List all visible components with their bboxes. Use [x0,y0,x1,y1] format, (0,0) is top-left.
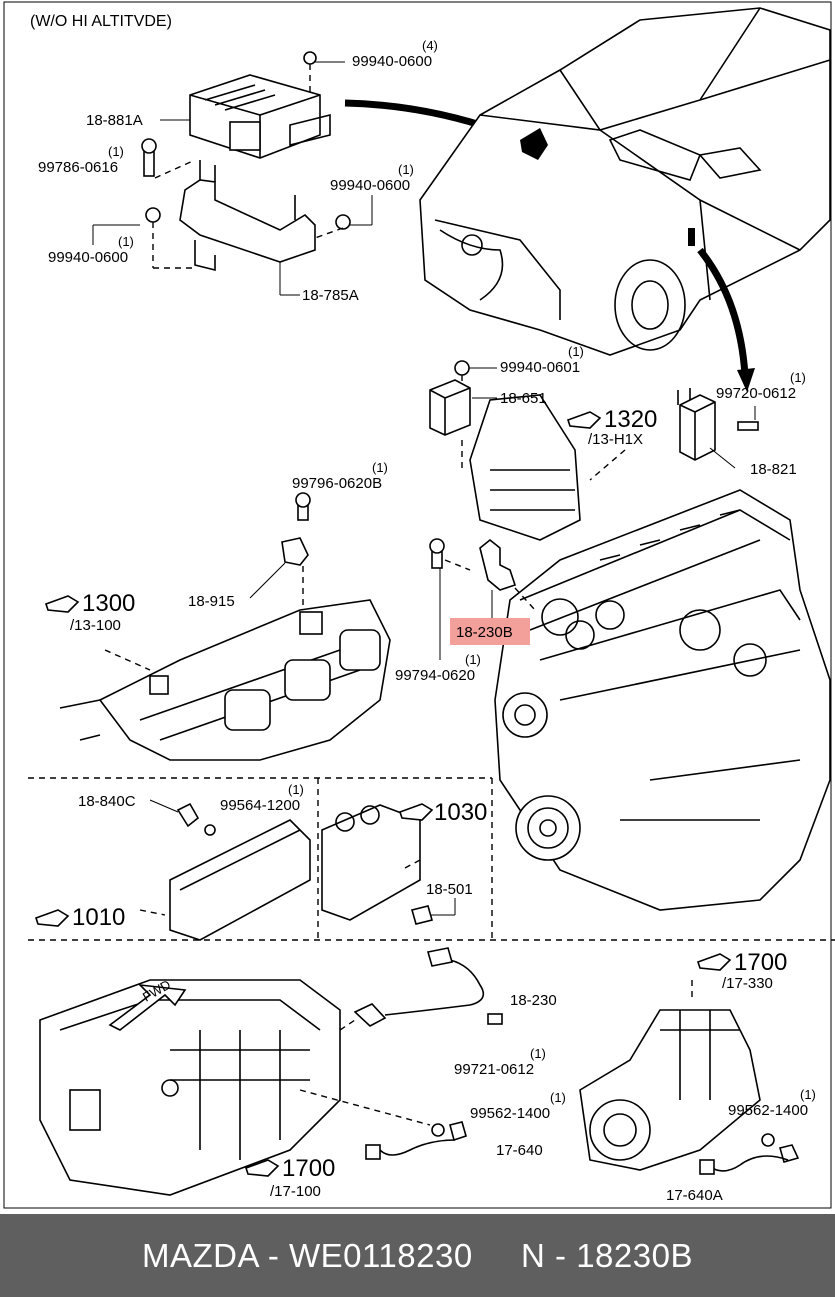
sensor-18-230B-drawing [429,538,536,660]
fwd-arrow [108,983,187,1031]
label-99721-0612: 99721-0612 [454,1061,534,1078]
label-17-640A: 17-640A [666,1187,723,1204]
label-99940-0600-b: 99940-0600 [48,249,128,266]
label-18-230B: 18-230B [456,624,513,641]
qty-99564-1200: (1) [288,782,304,797]
label-99720-0612: 99720-0612 [716,385,796,402]
engine-drawing [494,489,831,911]
label-99940-0600-c: 99940-0600 [330,177,410,194]
label-18-821: 18-821 [750,461,797,478]
hand-pointer-icon [566,411,602,429]
qty-99940-0601: (1) [568,344,584,359]
label-99786-0616: 99786-0616 [38,159,118,176]
label-99940-0600-a: 99940-0600 [352,53,432,70]
qty-99720-0612: (1) [790,370,806,385]
label-99562-1400-a: 99562-1400 [470,1105,550,1122]
screw-icon [737,421,759,431]
label-18-651: 18-651 [500,390,547,407]
qty-99940-0600-b: (1) [118,234,134,249]
transmission-drawing [39,947,503,1196]
label-99564-1200: 99564-1200 [220,797,300,814]
ref-1010: 1010 [72,904,125,931]
ref-1700-b-sub: /17-100 [270,1183,321,1200]
label-18-840C: 18-840C [78,793,136,810]
highlight-18-230B [450,618,530,645]
ref-1300: 1300 [82,590,135,617]
relay-drawing-2 [677,388,759,469]
header-note: (W/O HI ALTITVDE) [30,13,172,30]
ref-1320-sub: /13-H1X [588,431,643,448]
nut-icon-2 [145,207,161,223]
label-18-501: 18-501 [426,881,473,898]
ref-1030: 1030 [434,799,487,826]
transfer-case-drawing [579,980,800,1175]
bracket-drawing [179,160,316,272]
label-17-640: 17-640 [496,1142,543,1159]
label-18-881A: 18-881A [86,112,143,129]
control-module-drawing [189,74,331,159]
relay-drawing [429,360,581,541]
hand-pointer-icon-2 [44,595,80,613]
label-18-230: 18-230 [510,992,557,1009]
qty-99796-0620B: (1) [372,460,388,475]
nut-icon [303,51,317,65]
label-99794-0620: 99794-0620 [395,667,475,684]
ref-1700-a: 1700 [734,949,787,976]
diagram-frame [3,1,832,1209]
hand-pointer-icon-5 [696,953,732,971]
qty-99562-1400-b: (1) [800,1087,816,1102]
qty-99940-0600-a: (4) [422,38,438,53]
ref-1320: 1320 [604,406,657,433]
nut-icon-3 [335,214,351,230]
hand-pointer-icon-4 [34,909,70,927]
label-18-785A: 18-785A [302,287,359,304]
manifold-drawing [59,492,391,761]
label-18-915: 18-915 [188,593,235,610]
qty-99786-0616: (1) [108,144,124,159]
qty-99940-0600-c: (1) [398,162,414,177]
label-99562-1400-b: 99562-1400 [728,1102,808,1119]
ref-1700-b: 1700 [282,1155,335,1182]
hand-pointer-icon-6 [244,1159,280,1177]
label-99940-0601: 99940-0601 [500,359,580,376]
truck-drawing [419,7,831,356]
ref-1700-a-sub: /17-330 [722,975,773,992]
cylinder-head-drawing [139,799,311,941]
footer-part-number: MAZDA - WE0118230 N - 18230B [142,1236,693,1274]
ref-1300-sub: /13-100 [70,617,121,634]
label-99796-0620B: 99796-0620B [292,475,382,492]
engine-block-drawing [321,804,456,925]
hand-pointer-icon-3 [398,803,434,821]
qty-99721-0612: (1) [530,1046,546,1061]
qty-99794-0620: (1) [465,652,481,667]
gear-sensor-drawing [299,1089,467,1160]
qty-99562-1400-a: (1) [550,1090,566,1105]
footer-banner: MAZDA - WE0118230 N - 18230B [0,1214,835,1297]
parts-diagram: (W/O HI ALTITVDE) [3,1,835,1209]
